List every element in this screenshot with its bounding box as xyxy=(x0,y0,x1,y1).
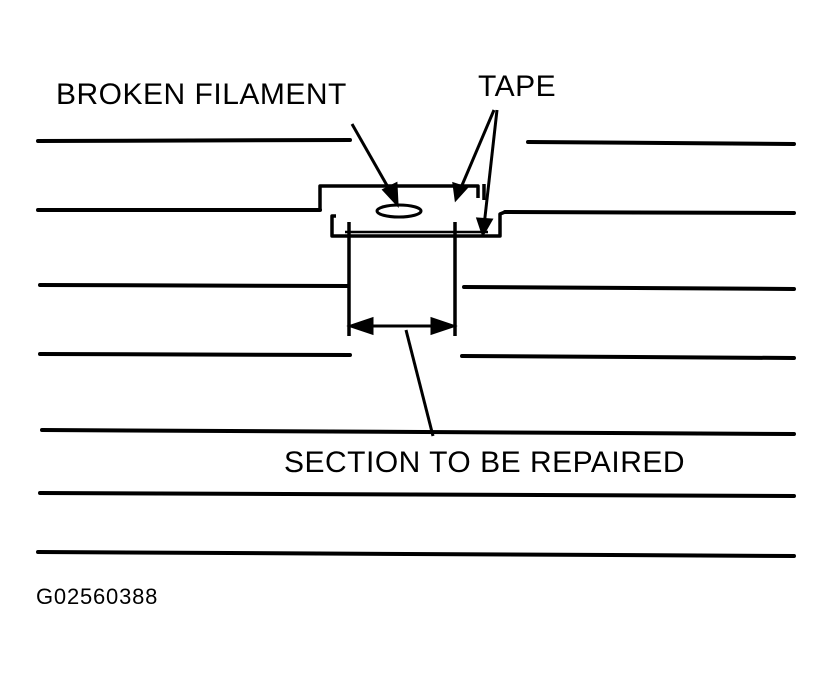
tape-upper xyxy=(318,184,480,210)
figure-id-label: G02560388 xyxy=(36,584,159,609)
filament-line-3-left xyxy=(38,283,350,288)
tape-leader-lower-arrow xyxy=(475,217,494,238)
broken-filament-label: BROKEN FILAMENT xyxy=(56,78,347,111)
tape-lower xyxy=(330,210,506,238)
broken-filament-leader-arrow xyxy=(381,181,399,209)
section-leader xyxy=(404,329,435,437)
filament-line-1-left xyxy=(36,138,352,143)
tape-leader-lower xyxy=(482,109,499,227)
filament-line-7 xyxy=(36,550,796,558)
broken-filament-break xyxy=(375,203,423,219)
tape-pieces xyxy=(318,184,506,238)
filament-line-1-right xyxy=(526,140,796,146)
filament-line-3-right xyxy=(462,285,796,291)
filament-line-2-right xyxy=(503,210,796,215)
dimension-arrows xyxy=(346,316,458,336)
arrowhead-right xyxy=(430,316,458,336)
filament-line-5 xyxy=(40,428,796,436)
filament-line-6 xyxy=(38,491,796,498)
broken-filament-leader xyxy=(350,123,395,197)
tape-label: TAPE xyxy=(478,70,557,103)
tape-leader-upper-arrow xyxy=(452,181,469,203)
arrowhead-left xyxy=(346,316,374,336)
leader-lines xyxy=(350,109,499,437)
section-markers xyxy=(347,222,457,336)
filament-line-4-right xyxy=(460,354,796,360)
filament-line-4-left xyxy=(38,352,352,357)
filament-lines xyxy=(36,138,796,558)
tape-leader-upper xyxy=(458,109,496,191)
section-to-be-repaired-label: SECTION TO BE REPAIRED xyxy=(284,446,686,479)
